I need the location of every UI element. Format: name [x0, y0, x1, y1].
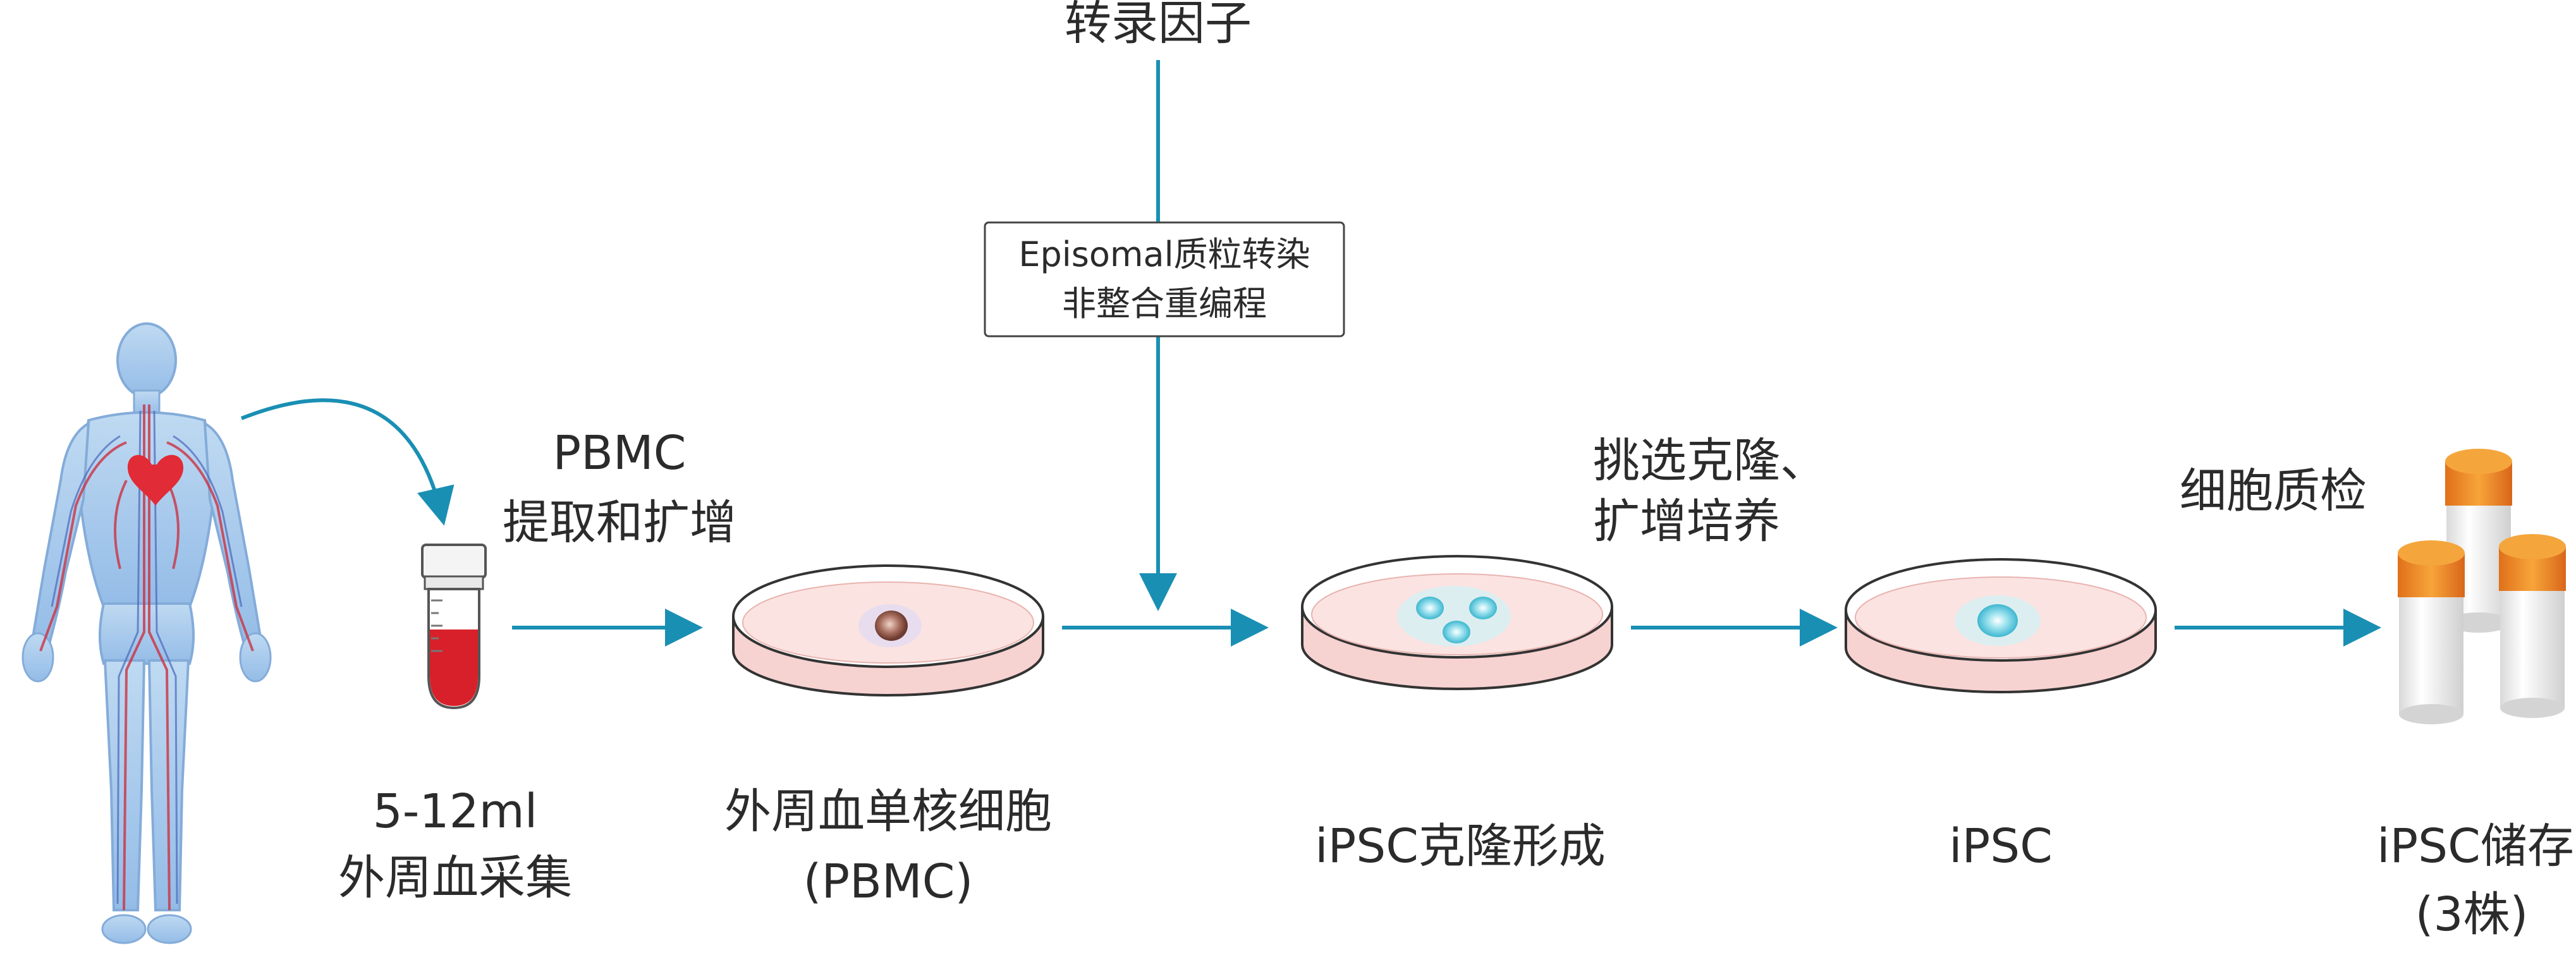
human-body-icon [21, 322, 272, 944]
stage-label-pbmc-line-1: 外周血单核细胞 [724, 784, 1052, 839]
method-box-line-1: Episomal质粒转染 [1018, 234, 1310, 274]
method-box [984, 221, 1345, 338]
stage-label-ipsc-colony: iPSC克隆形成 [1315, 819, 1606, 873]
collection-arrow [240, 398, 455, 526]
stage-label-storage-line-1: iPSC储存 [2377, 819, 2574, 873]
stage-label-blood-line-2: 外周血采集 [338, 851, 572, 905]
blood-tube-icon [421, 544, 487, 710]
stage-label-storage-line-2: (3株) [2415, 887, 2529, 942]
method-box-line-2: 非整合重编程 [1062, 284, 1267, 324]
stage-label-ipsc: iPSC [1949, 819, 2053, 873]
petri-dish-ipsc [1845, 558, 2157, 693]
step-label-pbmc-line-1: PBMC [552, 426, 687, 480]
stage-label-pbmc-line-2: (PBMC) [803, 854, 974, 909]
storage-vial-icon [2398, 449, 2566, 724]
step-label-qc: 细胞质检 [2180, 464, 2367, 518]
step-label-pick-line-2: 扩增培养 [1593, 494, 1780, 549]
petri-dish-ipsc-colony [1301, 555, 1613, 690]
petri-dish-pbmc [732, 564, 1044, 696]
top-label-transcription-factors: 转录因子 [1065, 0, 1252, 51]
stage-label-blood-line-1: 5-12ml [372, 784, 538, 839]
step-label-pbmc-line-2: 提取和扩增 [503, 496, 736, 550]
step-label-pick-line-1: 挑选克隆、 [1593, 434, 1827, 488]
